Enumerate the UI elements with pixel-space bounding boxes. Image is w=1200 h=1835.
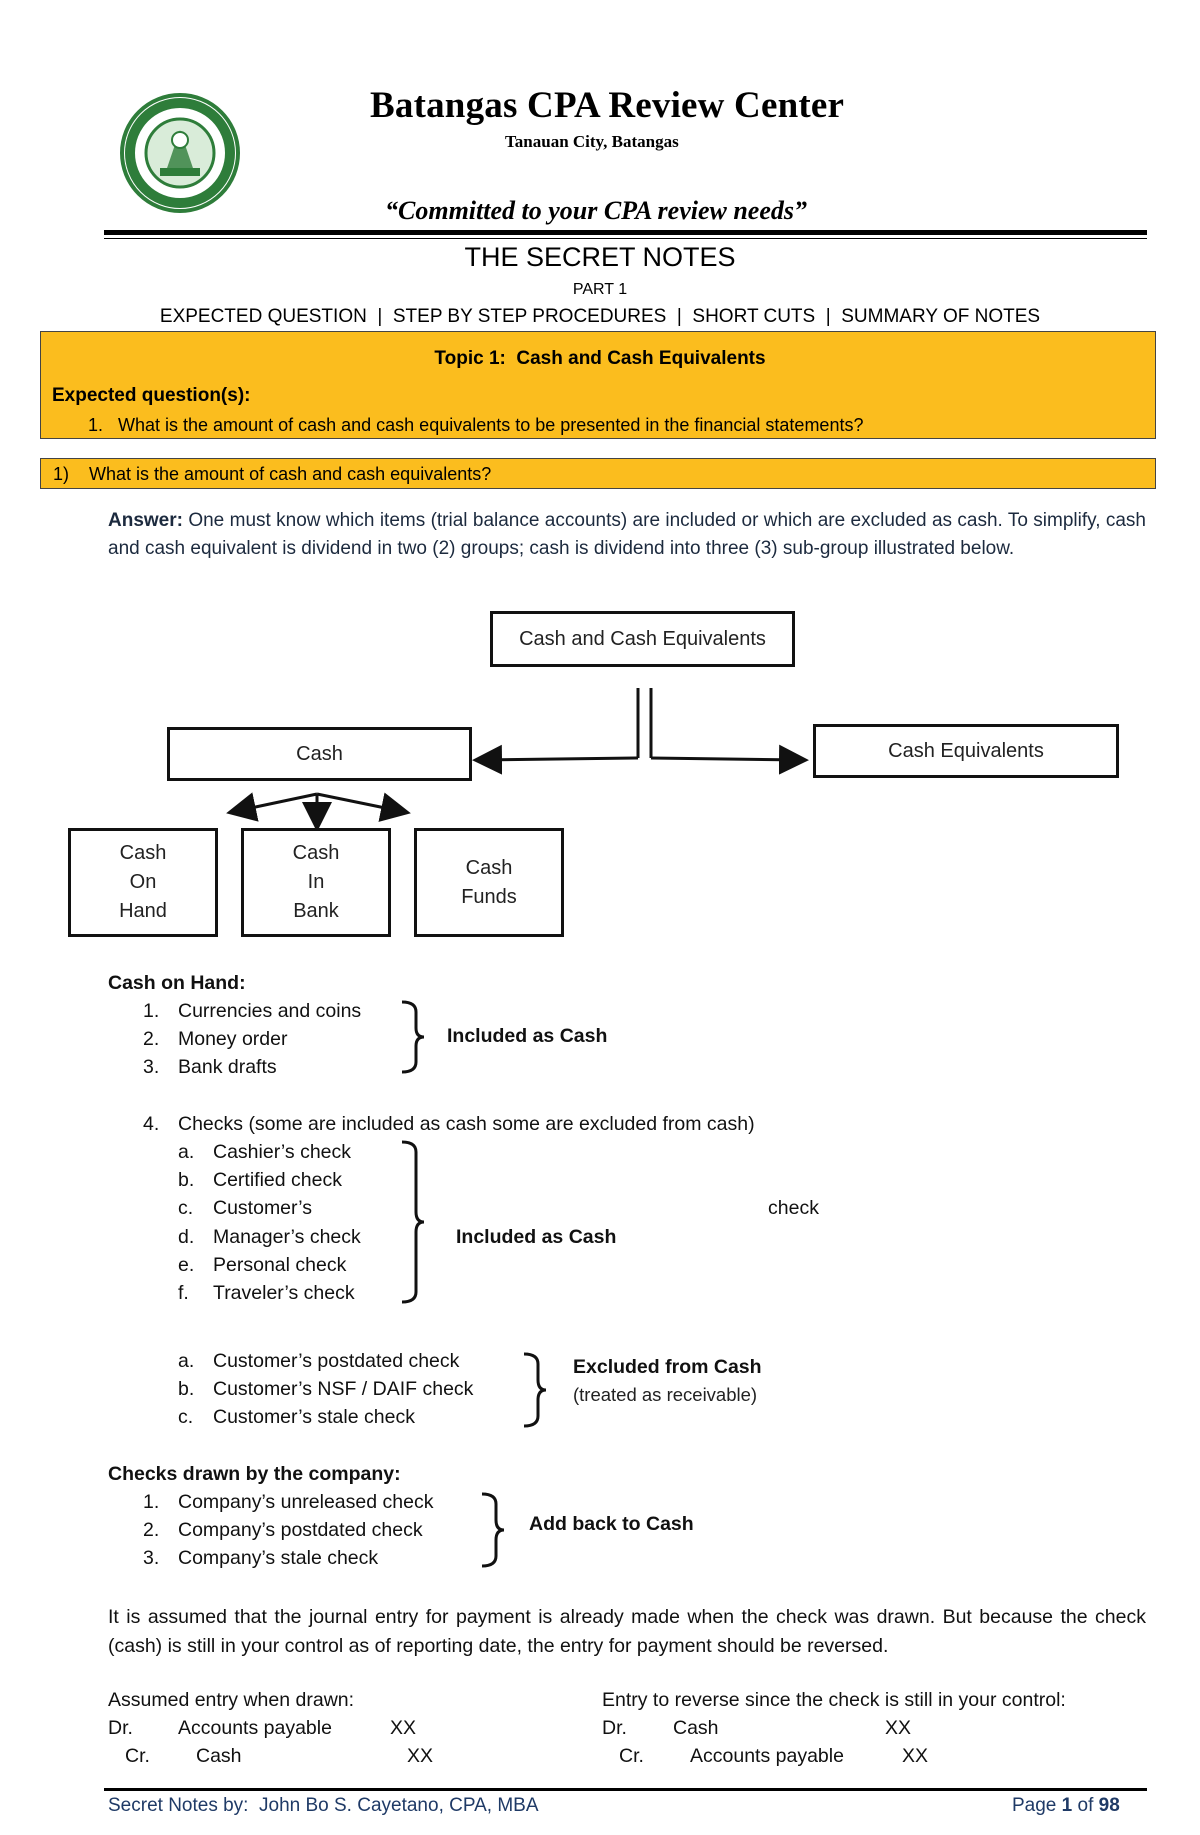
list-item: Company’s postdated check: [178, 1519, 423, 1541]
stray-check-word: check: [768, 1197, 819, 1219]
list-num: 2.: [143, 1028, 160, 1050]
list-num: 3.: [143, 1547, 160, 1569]
left-dr-label: Dr.: [108, 1717, 133, 1739]
box-cash-equivalents: Cash Equivalents: [813, 724, 1119, 778]
list-item: Checks (some are included as cash some a…: [178, 1113, 755, 1135]
left-dr-amount: XX: [390, 1717, 417, 1739]
list-item: Manager’s check: [213, 1226, 361, 1248]
list-num: a.: [178, 1141, 195, 1163]
logo: [110, 92, 250, 214]
list-item: Company’s stale check: [178, 1547, 379, 1569]
page-number: Page 1 of 98: [1012, 1795, 1120, 1816]
document-part: PART 1: [572, 281, 628, 298]
list-num: f.: [178, 1282, 189, 1304]
list-item: Customer’s NSF / DAIF check: [213, 1378, 474, 1400]
document-title: THE SECRET NOTES: [464, 242, 736, 272]
topic-title: Topic 1: Cash and Cash Equivalents: [434, 348, 766, 369]
list-item: Bank drafts: [178, 1056, 277, 1078]
list-num: e.: [178, 1254, 195, 1276]
expected-question-item: 1. What is the amount of cash and cash e…: [88, 415, 864, 435]
center-title: Batangas CPA Review Center: [370, 85, 845, 126]
list-item: Money order: [178, 1028, 288, 1050]
included-checks-label: Included as Cash: [456, 1226, 617, 1248]
right-dr-amount: XX: [885, 1717, 912, 1739]
right-cr-account: Accounts payable: [690, 1745, 844, 1767]
list-item: Customer’s stale check: [213, 1406, 415, 1428]
list-item: Traveler’s check: [213, 1282, 355, 1304]
center-location: Tanauan City, Batangas: [505, 132, 679, 151]
list-num: b.: [178, 1169, 195, 1191]
explanation-paragraph: It is assumed that the journal entry for…: [108, 1606, 1146, 1657]
footer-rule: [104, 1788, 1147, 1791]
excluded-from-cash-label: Excluded from Cash: [573, 1356, 762, 1378]
add-back-label: Add back to Cash: [529, 1513, 694, 1535]
list-item: Company’s unreleased check: [178, 1491, 434, 1513]
brace-icon: [523, 1352, 547, 1428]
question-box: [40, 458, 1156, 489]
document-sections: EXPECTED QUESTION | STEP BY STEP PROCEDU…: [159, 306, 1041, 327]
list-num: b.: [178, 1378, 195, 1400]
included-as-cash-label: Included as Cash: [447, 1025, 608, 1047]
footer-author: Secret Notes by: John Bo S. Cayetano, CP…: [108, 1795, 539, 1816]
excluded-note: (treated as receivable): [573, 1384, 758, 1405]
answer-paragraph: Answer: One must know which items (trial…: [108, 507, 1146, 563]
brace-icon: [401, 1000, 425, 1074]
list-item: Customer’s: [213, 1197, 312, 1219]
list-num: 1.: [143, 1000, 160, 1022]
left-cr-account: Cash: [196, 1745, 242, 1767]
list-item: Cashier’s check: [213, 1141, 352, 1163]
brace-icon: [481, 1492, 505, 1568]
right-cr-label: Cr.: [619, 1745, 644, 1767]
cash-on-hand-heading: Cash on Hand:: [108, 972, 246, 994]
box-cash-and-cash-equivalents: Cash and Cash Equivalents: [490, 611, 795, 667]
answer-label: Answer:: [108, 510, 183, 531]
box-cash: Cash: [167, 727, 472, 781]
brace-icon: [401, 1140, 425, 1304]
left-cr-label: Cr.: [125, 1745, 150, 1767]
list-num: 4.: [143, 1113, 160, 1135]
topic-box: [40, 331, 1156, 439]
right-cr-amount: XX: [902, 1745, 929, 1767]
list-num: c.: [178, 1197, 194, 1219]
list-item: Customer’s postdated check: [213, 1350, 460, 1372]
question-text: 1) What is the amount of cash and cash e…: [53, 464, 492, 484]
list-num: 1.: [143, 1491, 160, 1513]
answer-text: One must know which items (trial balance…: [108, 510, 1146, 559]
left-entry-heading: Assumed entry when drawn:: [108, 1689, 355, 1711]
expected-questions-label: Expected question(s):: [52, 385, 251, 406]
tagline: “Committed to your CPA review needs”: [385, 196, 808, 225]
list-item: Personal check: [213, 1254, 347, 1276]
header-rule-thin: [104, 238, 1147, 239]
list-num: a.: [178, 1350, 195, 1372]
header-rule: [104, 230, 1147, 235]
company-checks-heading: Checks drawn by the company:: [108, 1463, 401, 1485]
list-item: Currencies and coins: [178, 1000, 362, 1022]
list-num: d.: [178, 1226, 195, 1248]
list-num: c.: [178, 1406, 194, 1428]
list-num: 3.: [143, 1056, 160, 1078]
list-item: Certified check: [213, 1169, 342, 1191]
right-dr-account: Cash: [673, 1717, 719, 1739]
right-entry-heading: Entry to reverse since the check is stil…: [602, 1689, 1066, 1711]
left-dr-account: Accounts payable: [178, 1717, 332, 1739]
right-dr-label: Dr.: [602, 1717, 627, 1739]
list-num: 2.: [143, 1519, 160, 1541]
left-cr-amount: XX: [407, 1745, 434, 1767]
